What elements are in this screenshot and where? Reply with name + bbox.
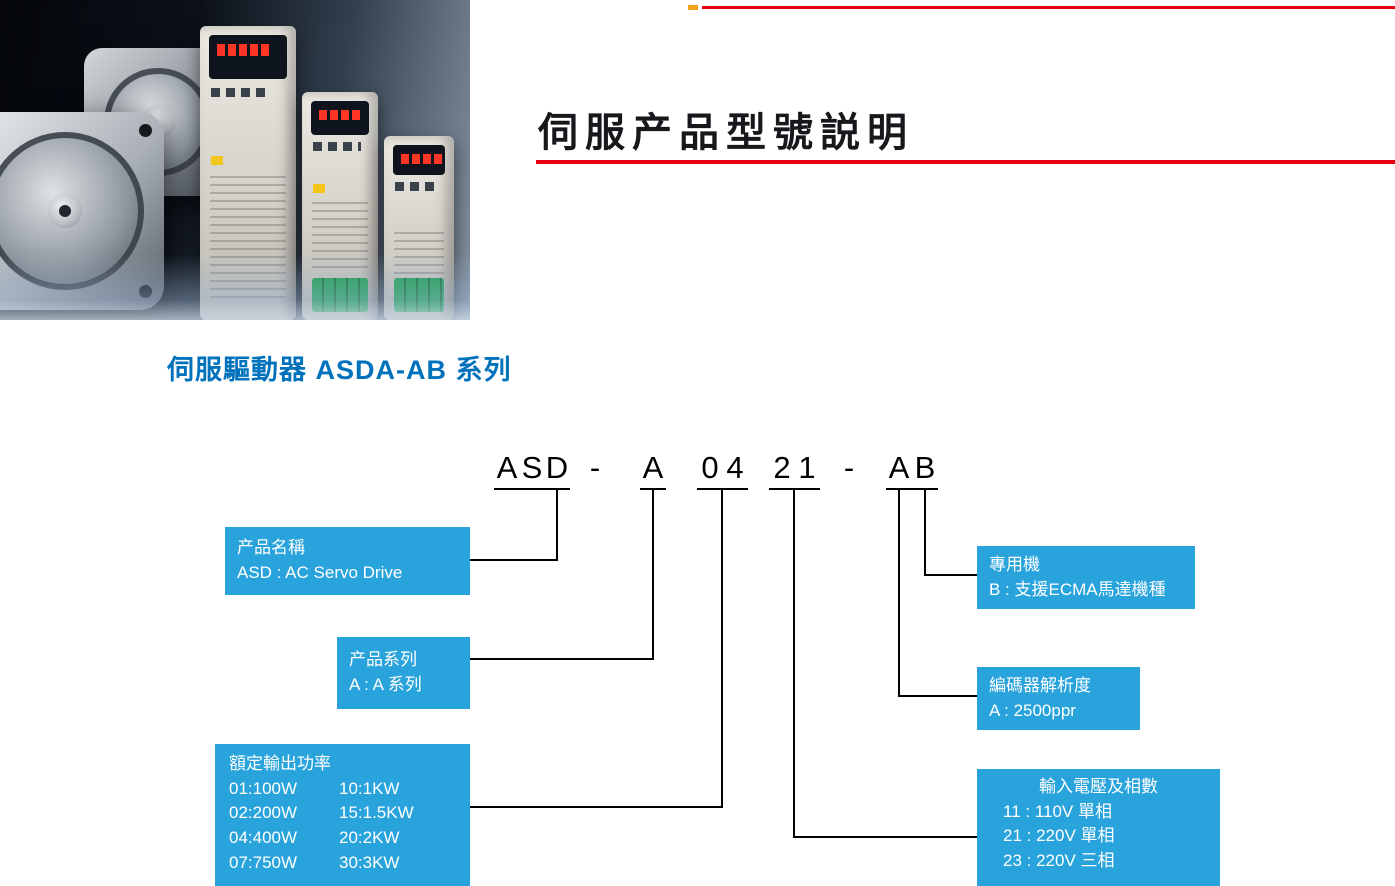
model-char-5: A (640, 448, 666, 490)
page-title: 伺服产品型號説明 (538, 111, 914, 155)
motor-shaft (48, 194, 82, 228)
model-char-6: 0 (697, 448, 723, 490)
connector-line-dedicated-h (924, 574, 977, 576)
power-cell: 02:200W (229, 803, 298, 823)
power-cell: 30:3KW (339, 852, 400, 872)
model-char-12: B (912, 448, 938, 490)
callout-dedicated-machine: 專用機 B : 支援ECMA馬達機種 (977, 546, 1195, 609)
model-char-7: 4 (722, 448, 748, 490)
callout-value: ASD : AC Servo Drive (237, 562, 403, 582)
model-char-2: S (519, 448, 545, 490)
connector-line-rated-power-h (470, 806, 723, 808)
callout-product-series: 产品系列 A : A 系列 (337, 637, 470, 709)
title-underline-rule (536, 160, 1395, 164)
power-cell: 01:100W (229, 778, 298, 798)
callout-value: B : 支援ECMA馬達機種 (989, 579, 1166, 599)
model-char-9: 1 (794, 448, 820, 490)
callout-title: 額定輸出功率 (229, 754, 331, 773)
power-row: 02:200W 15:1.5KW (229, 801, 456, 826)
callout-rated-power: 額定輸出功率 01:100W 10:1KW 02:200W 15:1.5KW 0… (215, 744, 470, 886)
power-row: 07:750W 30:3KW (229, 851, 456, 876)
drive-led-digits (217, 44, 269, 56)
model-char-1: A (494, 448, 520, 490)
callout-title: 專用機 (989, 555, 1040, 574)
connector-line-encoder-h (898, 695, 977, 697)
callout-value: A : A 系列 (349, 674, 422, 694)
drive-keypad (395, 182, 439, 191)
callout-value: 23 : 220V 三相 (1003, 850, 1115, 870)
drive-keypad (313, 142, 361, 151)
photo-bottom-fade (0, 254, 470, 320)
callout-product-name: 产品名稱 ASD : AC Servo Drive (225, 527, 470, 595)
connector-line-dedicated-v (924, 489, 926, 576)
power-cell: 07:750W (229, 852, 298, 872)
connector-line-product-name-h (470, 559, 558, 561)
connector-line-rated-power-v (721, 489, 723, 808)
drive-display (209, 35, 287, 79)
callout-value: 21 : 220V 單相 (1003, 826, 1115, 846)
model-char-8: 2 (769, 448, 795, 490)
power-cell: 10:1KW (339, 778, 400, 798)
drive-led-digits (401, 154, 443, 164)
callout-input-voltage: 輸入電壓及相數 11 : 110V 單相 21 : 220V 單相 23 : 2… (977, 769, 1220, 886)
model-char-3: D (544, 448, 570, 490)
power-row: 04:400W 20:2KW (229, 826, 456, 851)
callout-value: 11 : 110V 單相 (1003, 801, 1112, 821)
motor-shaft-hole (59, 205, 71, 217)
power-row: 01:100W 10:1KW (229, 777, 456, 802)
warning-label (211, 156, 223, 165)
drive-keypad (211, 88, 267, 97)
power-cell: 20:2KW (339, 827, 400, 847)
callout-encoder-resolution: 編碼器解析度 A : 2500ppr (977, 667, 1140, 730)
connector-line-encoder-v (898, 489, 900, 697)
motor-bolt (139, 124, 152, 137)
connector-line-product-name-v (556, 489, 558, 561)
warning-label (313, 184, 325, 193)
model-char-4: - (589, 450, 601, 485)
connector-line-voltage-h (793, 836, 977, 838)
series-heading: 伺服驅動器 ASDA-AB 系列 (167, 355, 512, 385)
model-char-11: A (886, 448, 912, 490)
callout-title: 产品系列 (349, 650, 417, 669)
connector-line-voltage-v (793, 489, 795, 838)
product-photo (0, 0, 470, 320)
drive-display (311, 101, 369, 135)
drive-display (393, 145, 445, 175)
header-red-rule (702, 6, 1395, 9)
connector-line-product-series-h (470, 658, 654, 660)
callout-title: 产品名稱 (237, 538, 305, 557)
connector-line-product-series-v (652, 489, 654, 660)
power-cell: 15:1.5KW (339, 803, 414, 823)
model-char-10: - (843, 450, 855, 485)
header-accent-mark (688, 5, 698, 10)
power-cell: 04:400W (229, 827, 298, 847)
callout-title: 輸入電壓及相數 (1039, 777, 1158, 796)
drive-led-digits (319, 110, 361, 120)
callout-value: A : 2500ppr (989, 700, 1076, 720)
callout-title: 編碼器解析度 (989, 676, 1091, 695)
